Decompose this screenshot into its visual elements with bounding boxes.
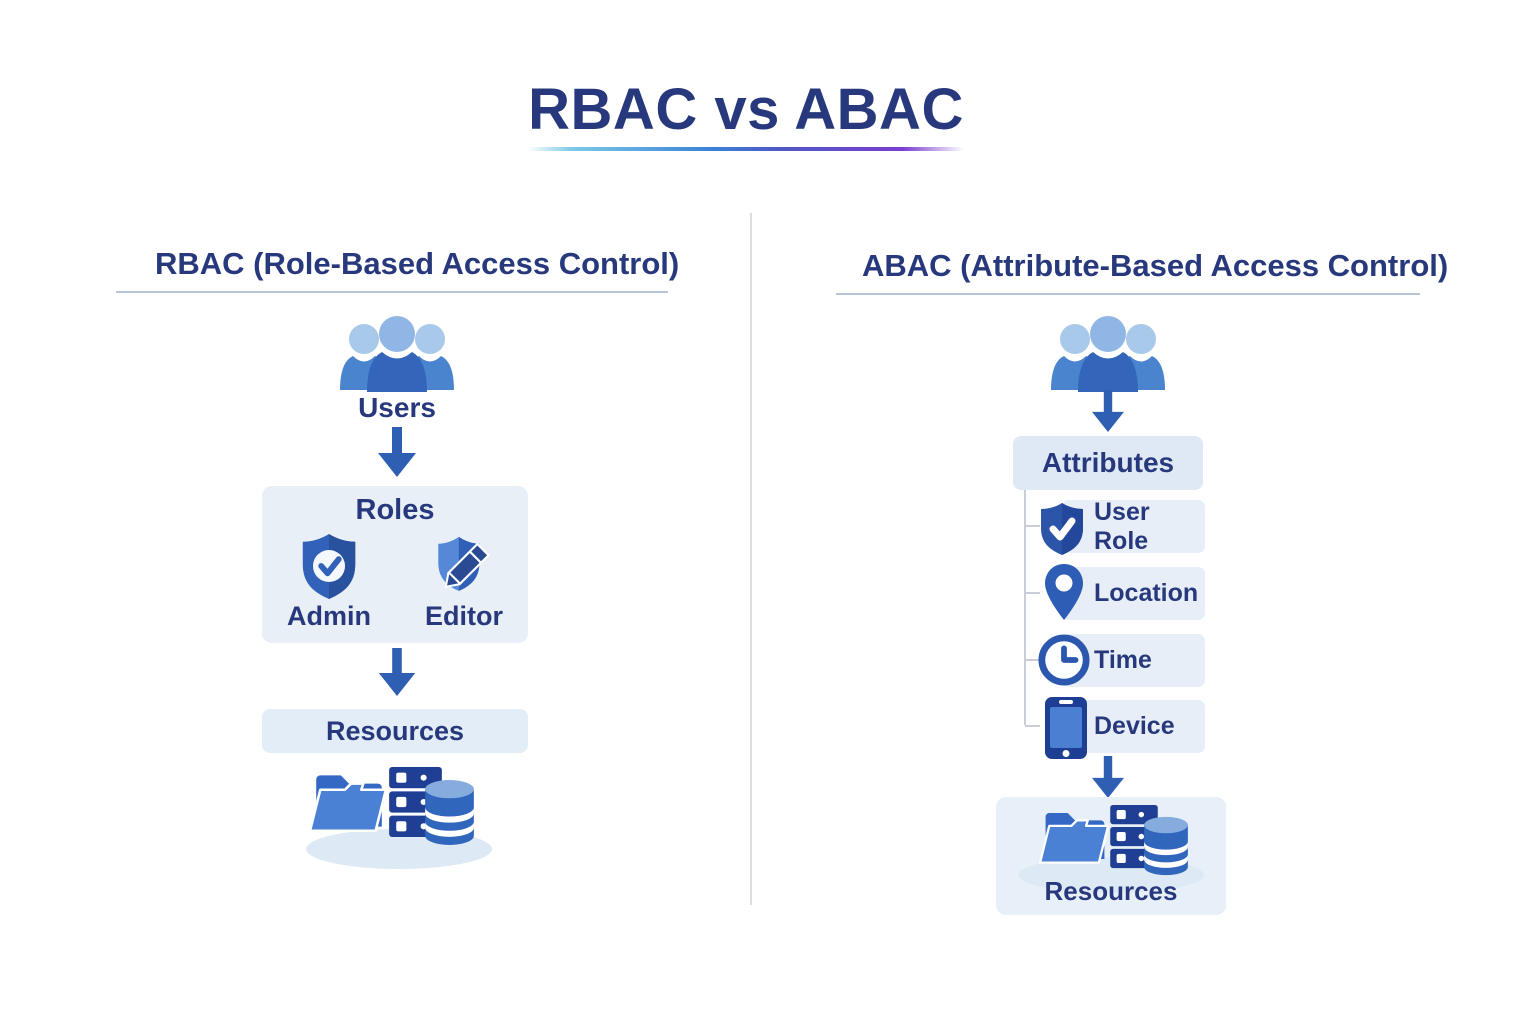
attribute-label: Location: [1094, 579, 1199, 607]
users-icon: [340, 316, 454, 392]
folder-icon: [1038, 813, 1110, 864]
roles-box: Roles Admin: [262, 486, 528, 643]
down-arrow-icon: [378, 427, 416, 477]
resources-box: Resources: [996, 797, 1226, 915]
smartphone-icon: [1045, 697, 1087, 759]
map-pin-icon: [1045, 564, 1083, 620]
attribute-row-location: Location: [1062, 567, 1205, 620]
attribute-row-user-role: User Role: [1062, 497, 1205, 555]
role-item-admin: Admin: [287, 532, 371, 632]
tree-connector: [1025, 659, 1040, 661]
role-label: Admin: [287, 601, 371, 631]
role-label: Editor: [425, 601, 503, 631]
shield-pencil-icon: [438, 536, 491, 591]
tree-connector: [1025, 592, 1040, 594]
resources-label: Resources: [325, 715, 465, 746]
attributes-box: Attributes: [1013, 436, 1203, 490]
roles-list: Admin Editor: [262, 532, 528, 632]
attribute-label: User Role: [1094, 497, 1150, 555]
users-label: Users: [358, 392, 436, 423]
shield-check-icon: [1041, 503, 1083, 555]
clock-icon: [1038, 634, 1090, 686]
shield-check-icon: [302, 533, 356, 600]
tree-connector: [1025, 525, 1040, 527]
down-arrow-icon: [1092, 756, 1124, 798]
abac-header-underline: [836, 293, 1420, 295]
roles-box-title: Roles: [355, 494, 435, 526]
database-icon: [425, 780, 474, 845]
tree-connector: [1025, 725, 1040, 727]
down-arrow-icon: [1092, 390, 1124, 432]
abac-panel-header: ABAC (Attribute-Based Access Control): [862, 248, 1449, 283]
resources-bar: Resources: [262, 709, 528, 753]
title-gradient-divider: [528, 147, 964, 151]
panel-divider: [750, 213, 752, 905]
attributes-box-title: Attributes: [1041, 447, 1175, 478]
role-item-editor: Editor: [425, 532, 503, 632]
users-icon: [1051, 316, 1165, 392]
attribute-label: Device: [1094, 712, 1175, 740]
folder-icon: [308, 775, 388, 833]
rbac-header-underline: [116, 291, 668, 293]
down-arrow-icon: [378, 648, 416, 696]
rbac-panel-header: RBAC (Role-Based Access Control): [155, 246, 680, 281]
page-title: RBAC vs ABAC: [528, 77, 964, 142]
database-icon: [1144, 816, 1188, 876]
attributes-tree-line: [1024, 490, 1026, 725]
attribute-label: Time: [1094, 646, 1152, 674]
resources-label: Resources: [1044, 876, 1178, 906]
